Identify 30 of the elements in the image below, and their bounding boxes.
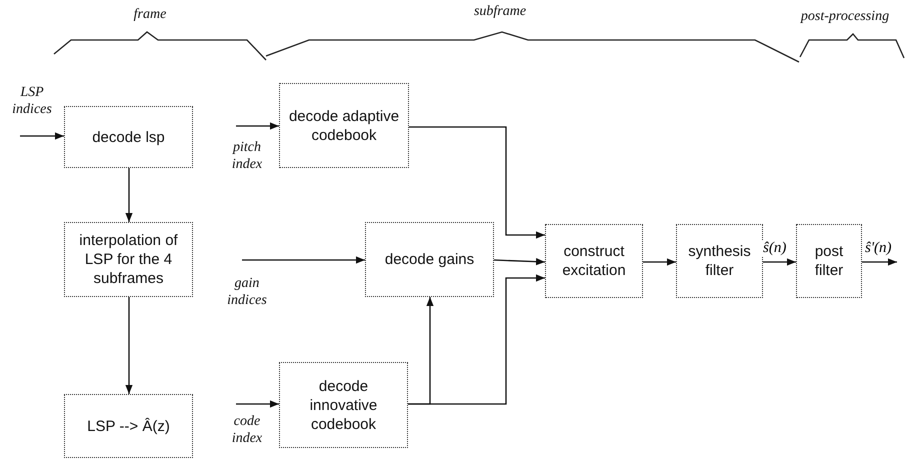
process-box: post filter bbox=[796, 224, 862, 298]
section-label: post-processing bbox=[799, 8, 890, 25]
arrow bbox=[125, 168, 133, 222]
process-box: decode lsp bbox=[64, 106, 193, 168]
arrow bbox=[408, 297, 434, 405]
arrow bbox=[242, 256, 365, 264]
arrow bbox=[643, 258, 676, 266]
process-box: decode gains bbox=[365, 222, 494, 297]
arrow bbox=[20, 132, 64, 140]
arrow bbox=[236, 122, 279, 130]
process-box: interpolation of LSP for the 4 subframes bbox=[64, 222, 193, 297]
arrow bbox=[125, 297, 133, 394]
process-box: LSP --> Â(z) bbox=[64, 394, 193, 458]
arrow bbox=[409, 126, 545, 239]
arrow bbox=[494, 258, 546, 266]
section-label: subframe bbox=[472, 3, 528, 20]
signal-label: ŝ(n) bbox=[762, 240, 788, 256]
input-label: pitch index bbox=[230, 139, 264, 173]
section-label: frame bbox=[132, 6, 168, 23]
process-box: decode innovative codebook bbox=[279, 362, 408, 448]
input-label: LSP indices bbox=[11, 84, 53, 118]
input-label: gain indices bbox=[226, 275, 268, 309]
arrow bbox=[236, 400, 279, 408]
arrow bbox=[862, 258, 897, 266]
arrow bbox=[763, 258, 796, 266]
process-box: construct excitation bbox=[545, 224, 643, 298]
signal-label: ŝ'(n) bbox=[864, 240, 893, 256]
process-box: synthesis filter bbox=[676, 224, 763, 298]
process-box: decode adaptive codebook bbox=[279, 83, 409, 168]
input-label: code index bbox=[230, 413, 264, 447]
